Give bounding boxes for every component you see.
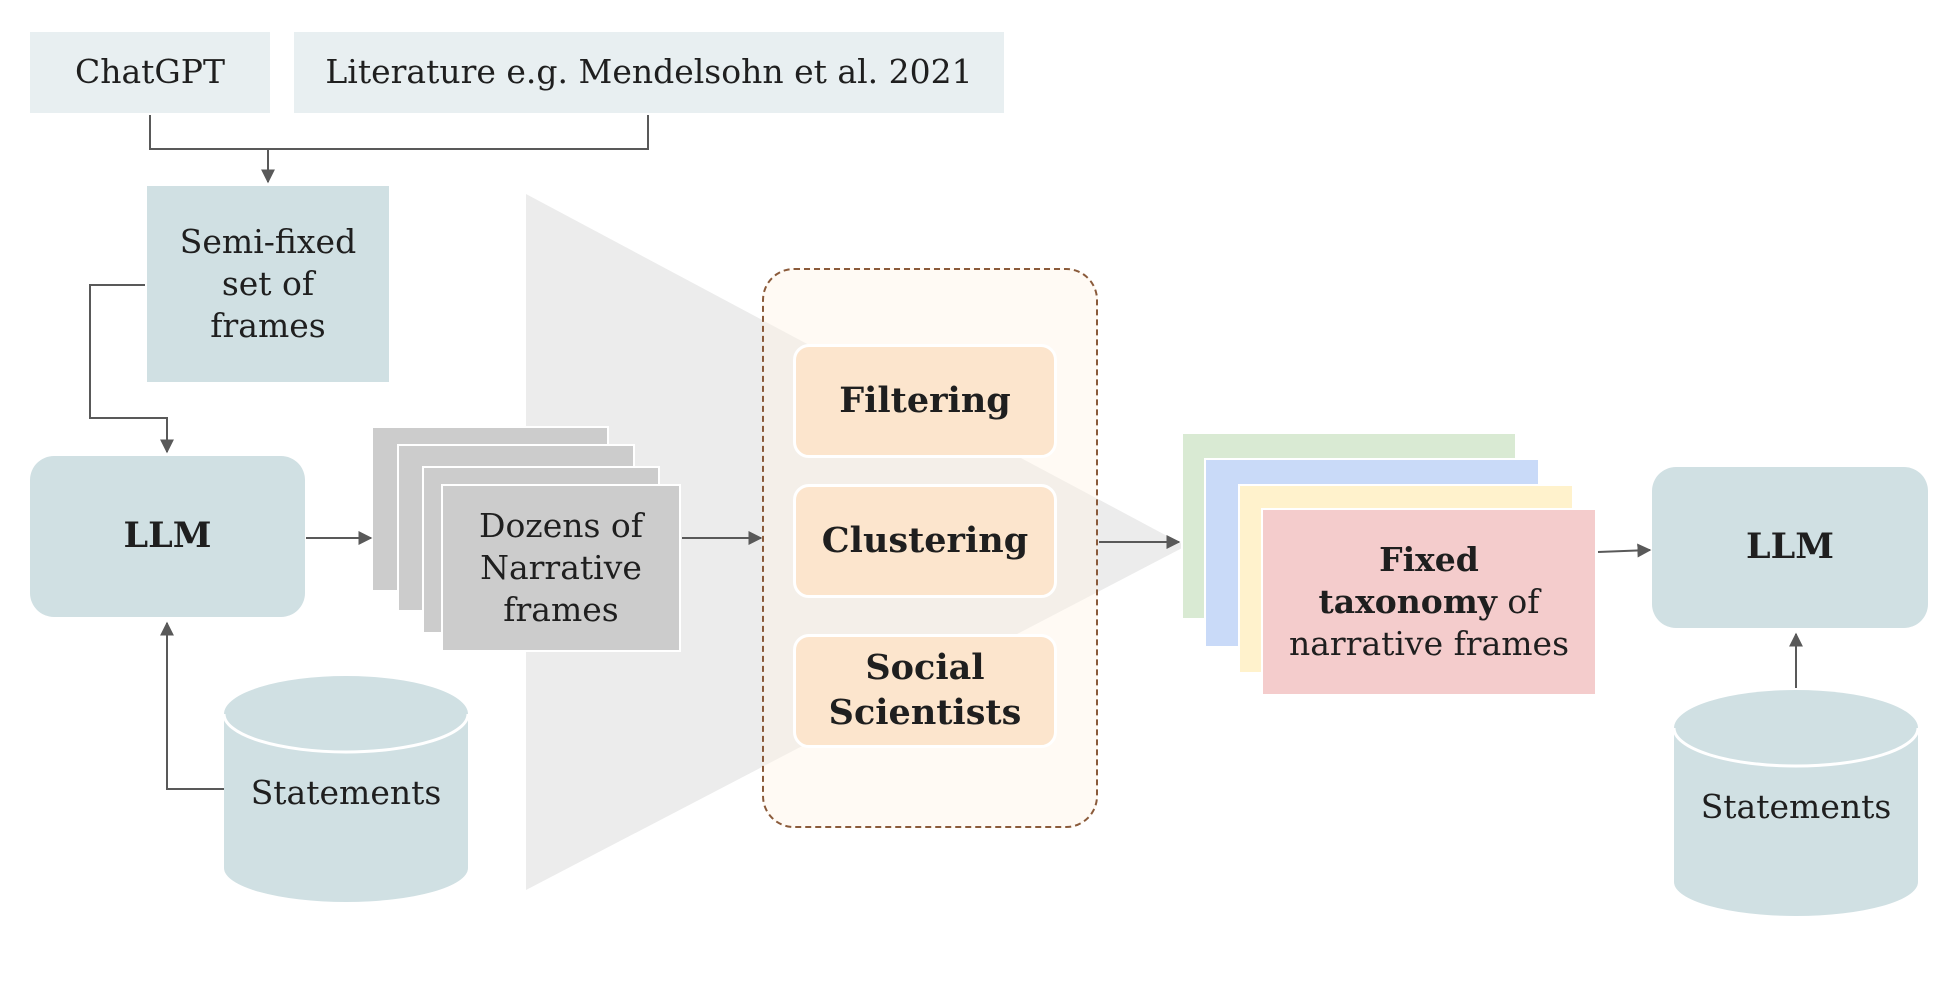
literature-source-box: Literature e.g. Mendelsohn et al. 2021: [294, 32, 1004, 113]
clustering-label: Clustering: [821, 519, 1029, 561]
chatgpt-connector: [149, 115, 649, 150]
taxonomy-of: of: [1496, 581, 1540, 621]
statements-right-label: Statements: [1700, 786, 1892, 826]
semi-fixed-to-llm-arrow: [89, 284, 174, 454]
semi-fixed-frames-box: Semi-fixed set of frames: [147, 186, 389, 382]
narrative-frames-line-2: Narrative: [480, 547, 642, 587]
statements-left-label: Statements: [250, 772, 442, 812]
social-scientists-line-2: Scientists: [828, 692, 1022, 733]
semi-fixed-line-2: set of: [221, 263, 315, 303]
filtering-box: Filtering: [793, 344, 1057, 458]
taxonomy-bold-2: taxonomy: [1318, 581, 1497, 621]
narrative-frames-line-1: Dozens of: [478, 505, 643, 545]
statements-right-label-box: Statements: [1674, 774, 1918, 838]
statements-left-cylinder: [222, 676, 470, 902]
narrative-frames-box: Dozens of Narrative frames: [441, 484, 681, 652]
chatgpt-label: ChatGPT: [74, 52, 225, 92]
statements-right-cylinder: [1672, 690, 1920, 916]
taxonomy-line-3: narrative frames: [1288, 624, 1570, 664]
social-scientists-box: Social Scientists: [793, 634, 1057, 748]
fixed-taxonomy-box: Fixed taxonomy of narrative frames: [1261, 508, 1597, 696]
filtering-label: Filtering: [839, 379, 1011, 421]
llm-right-box: LLM: [1652, 467, 1928, 628]
clustering-box: Clustering: [793, 484, 1057, 598]
chatgpt-source-box: ChatGPT: [30, 32, 270, 113]
semi-fixed-line-1: Semi-fixed: [179, 221, 357, 261]
taxonomy-bold-1: Fixed: [1379, 539, 1479, 579]
statements-to-llm-arrow: [160, 621, 224, 790]
narrative-frames-line-3: frames: [503, 590, 619, 630]
llm-left-box: LLM: [30, 456, 305, 617]
llm-right-label: LLM: [1746, 526, 1834, 568]
llm-left-label: LLM: [123, 515, 212, 557]
taxonomy-to-llm-arrow: [1597, 543, 1652, 558]
statements-left-label-box: Statements: [224, 760, 468, 824]
social-scientists-line-1: Social: [865, 647, 985, 689]
semi-fixed-line-3: frames: [210, 306, 326, 346]
literature-label: Literature e.g. Mendelsohn et al. 2021: [325, 52, 973, 92]
